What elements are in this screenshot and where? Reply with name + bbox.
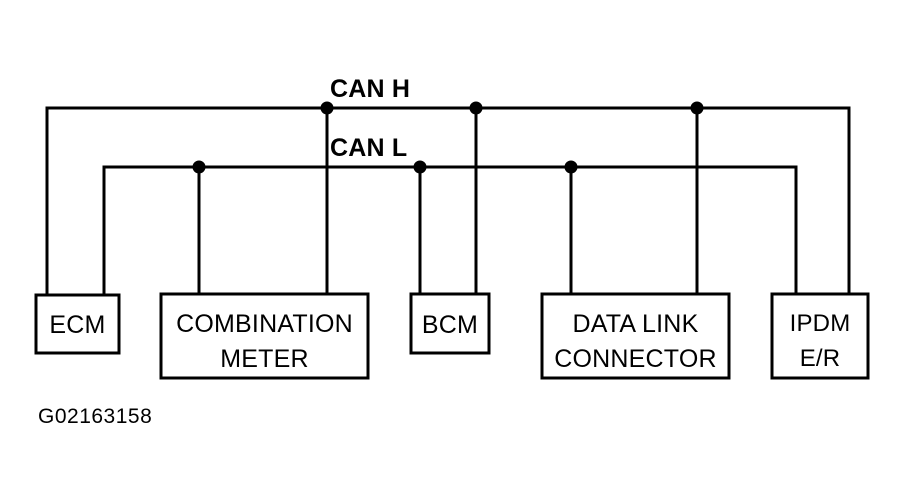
module-ipdm-er[interactable]: IPDM E/R bbox=[770, 292, 870, 380]
module-label-combination-meter-line-1: COMBINATION bbox=[176, 310, 353, 338]
module-label-ipdm-er-line-1: IPDM bbox=[790, 310, 851, 337]
junction-dots bbox=[192, 101, 704, 174]
junction-dot-can-h-data-link-connector bbox=[690, 101, 704, 115]
module-label-data-link-connector-line-1: DATA LINK bbox=[573, 310, 699, 338]
module-data-link-connector[interactable]: DATA LINK CONNECTOR bbox=[540, 292, 731, 380]
module-bcm[interactable]: BCM bbox=[409, 292, 491, 355]
module-box-data-link-connector[interactable] bbox=[540, 292, 731, 380]
module-label-data-link-connector-line-2: CONNECTOR bbox=[554, 345, 716, 373]
module-label-bcm-line-1: BCM bbox=[422, 311, 478, 339]
module-ecm[interactable]: ECM bbox=[34, 293, 121, 355]
can-h-label: CAN H bbox=[330, 75, 410, 103]
drop-wires bbox=[45, 106, 851, 298]
module-box-ipdm-er[interactable] bbox=[770, 292, 870, 380]
junction-dot-can-l-combination-meter bbox=[192, 160, 206, 174]
module-combination-meter[interactable]: COMBINATION METER bbox=[159, 292, 370, 380]
figure-caption: G02163158 bbox=[38, 405, 152, 428]
junction-dot-can-l-bcm bbox=[413, 160, 427, 174]
module-label-ecm-line-1: ECM bbox=[49, 311, 105, 339]
module-label-combination-meter-line-2: METER bbox=[220, 345, 309, 373]
module-box-combination-meter[interactable] bbox=[159, 292, 370, 380]
module-box-ecm[interactable] bbox=[34, 293, 121, 355]
module-label-ipdm-er-line-2: E/R bbox=[800, 345, 841, 372]
junction-dot-can-l-data-link-connector bbox=[564, 160, 578, 174]
module-box-bcm[interactable] bbox=[409, 292, 491, 355]
can-l-label: CAN L bbox=[330, 134, 407, 162]
junction-dot-can-h-combination-meter bbox=[320, 101, 334, 115]
junction-dot-can-h-bcm bbox=[469, 101, 483, 115]
bus-lines bbox=[45, 106, 851, 169]
